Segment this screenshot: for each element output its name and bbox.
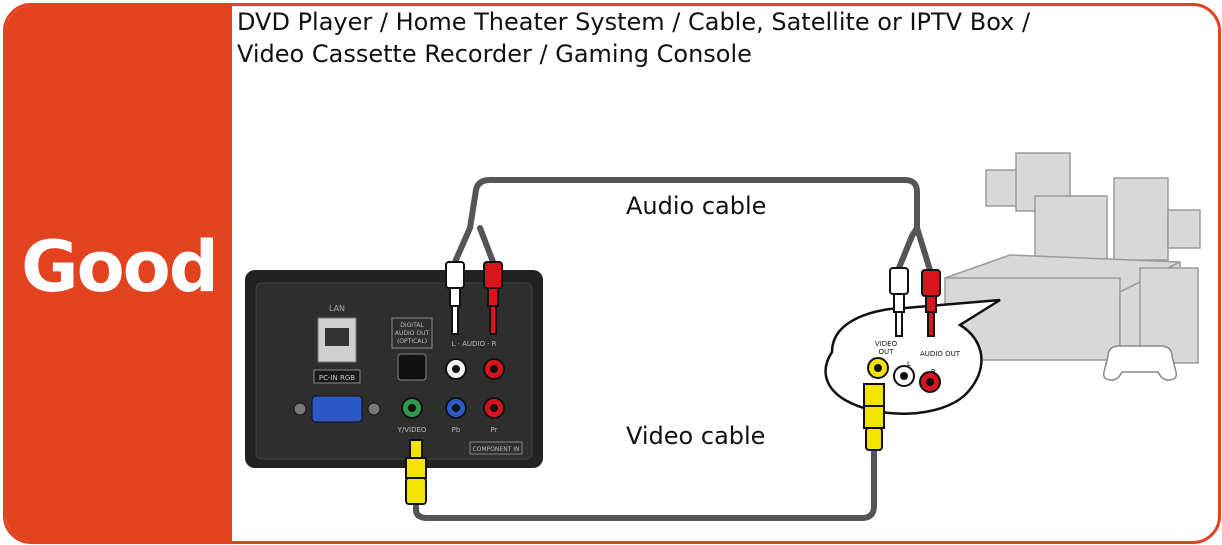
vga-port [311,395,363,423]
digital-audio-line3: (OPTICAL) [397,338,427,345]
pb-label: Pb [452,426,461,434]
audio-cable-label: Audio cable [626,192,766,220]
video-cable-label: Video cable [626,422,765,450]
speaker-box [1034,195,1108,267]
gamepad-icon [1102,345,1178,381]
digital-audio-line1: DIGITAL [400,322,424,329]
video-cable [413,445,877,521]
component-in-label: COMPONENT IN [472,446,519,453]
callout-video-out-line1: VIDEO [875,340,898,348]
devices-title-line2: Video Cassette Recorder / Gaming Console [237,40,752,68]
tv-video-plug [405,439,427,505]
speaker-box [1113,177,1169,261]
tv-audio-r-plug [483,261,503,335]
callout-video-out-line2: OUT [879,348,895,356]
device-callout: VIDEO OUT AUDIO OUT L R [824,298,1001,415]
devices-title-line1: DVD Player / Home Theater System / Cable… [237,8,1031,36]
pr-label: Pr [491,426,498,434]
digital-audio-line2: AUDIO OUT [395,330,430,337]
audio-cable [452,177,933,273]
device-video-plug [863,383,885,451]
home-theater-illustration [944,152,1201,381]
speaker-box [985,169,1021,207]
rating-label: Good [21,226,219,308]
callout-audio-out: AUDIO OUT [920,350,961,358]
rating-panel: Good [6,6,232,541]
callout-l: L [907,360,911,368]
lan-label: LAN [329,304,345,313]
audio-lr-label: L · AUDIO · R [452,340,497,348]
pc-in-label: PC-IN RGB [319,374,355,382]
y-video-label: Y/VIDEO [397,426,427,434]
device-audio-l-plug [889,267,909,337]
optical-port [397,353,427,381]
devices-title: DVD Player / Home Theater System / Cable… [237,6,1137,70]
speaker-box [1167,209,1201,249]
tv-audio-l-plug [445,261,465,335]
tv-connector-panel: LAN PC-IN RGB DIGITAL AUDIO OUT (OPTICAL… [245,270,543,468]
device-audio-r-plug [921,269,941,337]
